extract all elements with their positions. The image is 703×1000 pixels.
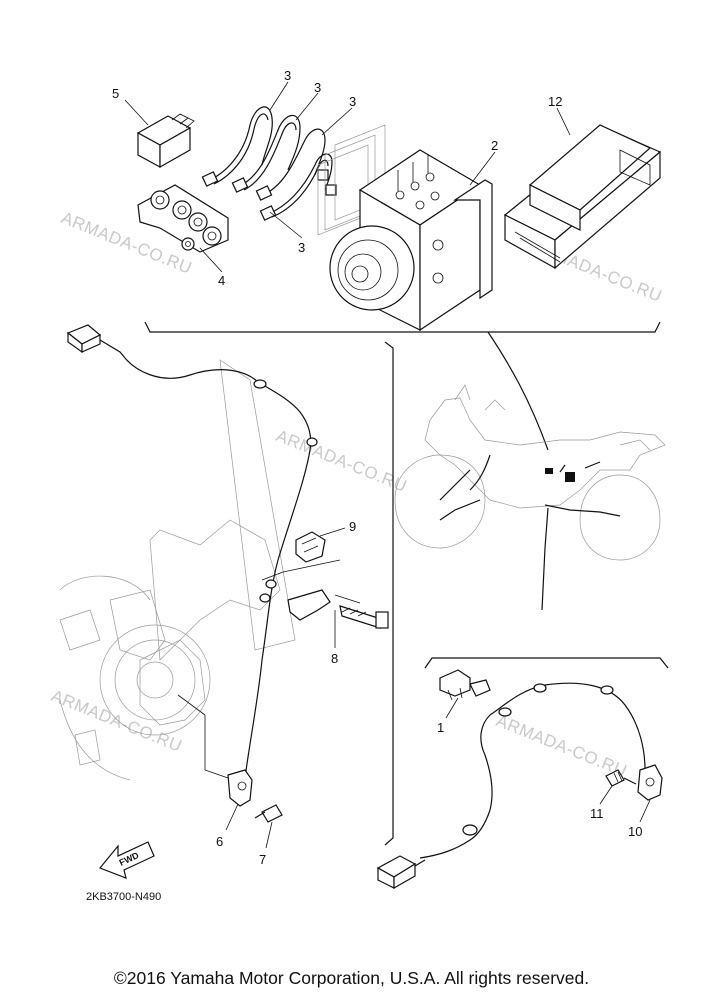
front-wheel-sensor-part-6[interactable]	[227, 769, 253, 807]
hydraulic-unit-part-2[interactable]	[317, 124, 493, 332]
callout-6: 6	[216, 834, 223, 849]
front-wheel-sensor-lead[interactable]	[66, 324, 318, 779]
callout-11: 11	[590, 806, 604, 821]
callout-5: 5	[112, 86, 119, 101]
callout-1: 1	[437, 720, 444, 735]
callout-12: 12	[548, 94, 562, 109]
callout-4: 4	[218, 273, 225, 288]
damper-bracket-part-4[interactable]	[137, 184, 229, 253]
watermark: ARMADA-CO.RU	[274, 426, 410, 496]
brake-pipes-part-3[interactable]	[201, 106, 337, 221]
connector-part-5[interactable]	[136, 113, 195, 169]
watermark: ARMADA-CO.RU	[494, 711, 630, 781]
callout-7: 7	[259, 852, 266, 867]
callout-2: 2	[491, 138, 498, 153]
motorcycle-locator	[394, 384, 666, 561]
rear-wheel-sensor-lead[interactable]	[376, 682, 646, 890]
bolt-part-11[interactable]	[605, 769, 637, 787]
callout-3: 3	[314, 80, 321, 95]
connector-part-1[interactable]	[439, 669, 491, 701]
watermark: ARMADA-CO.RU	[49, 686, 185, 756]
diagram-code: 2KB3700-N490	[86, 891, 161, 903]
callout-3: 3	[298, 240, 305, 255]
callout-3: 3	[349, 94, 356, 109]
rear-wheel-sensor-part-10[interactable]	[637, 764, 663, 801]
rear-group-bracket	[424, 657, 669, 669]
callout-10: 10	[628, 824, 642, 839]
parts-diagram: ARMADA-CO.RU ARMADA-CO.RU ARMADA-CO.RU A…	[49, 68, 669, 903]
bolt-part-7[interactable]	[254, 804, 283, 823]
callout-8: 8	[331, 651, 338, 666]
callout-9: 9	[349, 519, 356, 534]
copyright-notice: ©2016 Yamaha Motor Corporation, U.S.A. A…	[113, 968, 590, 988]
forward-direction-arrow: FWD	[99, 841, 155, 879]
group-bracket-line	[144, 321, 661, 333]
clamp-part-9[interactable]	[295, 531, 326, 563]
bracket-part-8[interactable]	[287, 589, 389, 629]
callout-3: 3	[284, 68, 291, 83]
control-unit-part-12[interactable]	[503, 124, 662, 270]
